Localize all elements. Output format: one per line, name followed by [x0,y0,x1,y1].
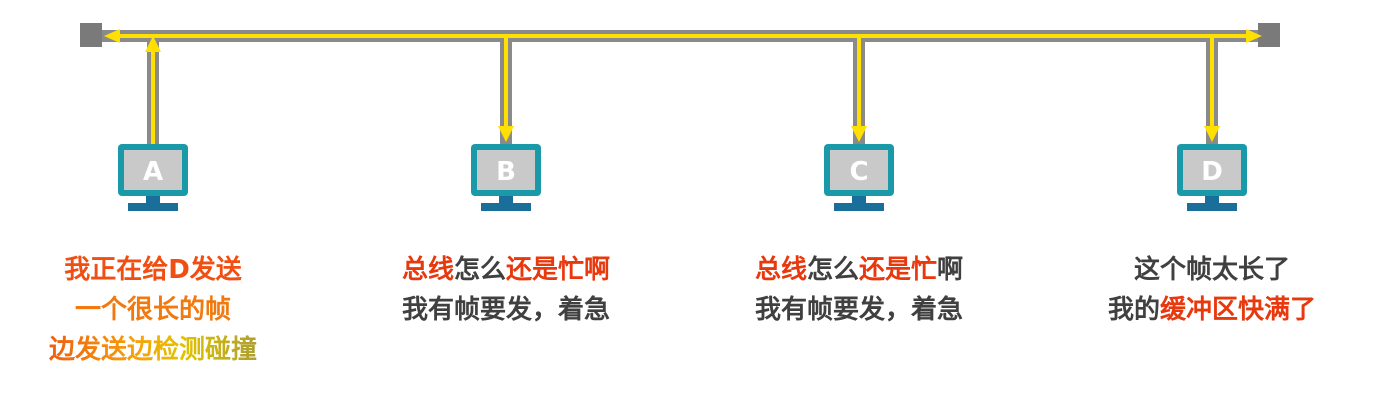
caption-c: 总线怎么还是忙啊 我有帧要发，着急 [709,250,1009,330]
signal-line-b [498,38,514,142]
signal-line-a [145,36,161,146]
caption-a-line-3: 边发送边检测碰撞 [3,330,303,370]
caption-a: 我正在给D发送 一个很长的帧 边发送边检测碰撞 [3,250,303,370]
caption-d: 这个帧太长了 我的缓冲区快满了 [1062,250,1362,330]
caption-c-how-text: 怎么 [806,255,859,285]
caption-b-line-1: 总线怎么还是忙啊 [356,250,656,290]
caption-c-ah-text: 啊 [937,255,964,285]
caption-c-bus-text: 总线 [754,255,807,285]
caption-c-line-2: 我有帧要发，着急 [754,295,963,325]
computer-d-monitor-icon: D [1177,144,1247,211]
caption-b-how-text: 怎么 [453,255,506,285]
computer-c-label: C [849,157,868,187]
bus-terminator-right [1258,23,1280,47]
caption-c-line-1: 总线怎么还是忙啊 [709,250,1009,290]
caption-c-still-busy-text: 还是忙 [859,255,938,285]
caption-d-line-2: 我的缓冲区快满了 [1062,290,1362,330]
computer-c-monitor-icon: C [824,144,894,211]
caption-b-still-busy-text: 还是忙啊 [506,255,611,285]
caption-b-bus-text: 总线 [401,255,454,285]
caption-b: 总线怎么还是忙啊 我有帧要发，着急 [356,250,656,330]
computer-d-label: D [1201,157,1223,187]
signal-bus-line [104,29,1262,43]
signal-arrow-right-icon [1246,29,1262,43]
signal-line-c [851,38,867,142]
computer-a-label: A [143,157,163,187]
computer-b-monitor-icon: B [471,144,541,211]
signal-arrow-down-icon [498,126,514,142]
caption-a-line-2: 一个很长的帧 [74,295,231,325]
signal-arrow-left-icon [104,29,120,43]
signal-arrow-up-icon [145,36,161,52]
computer-a-monitor-icon: A [118,144,188,211]
caption-d-buffer-full-text: 缓冲区快满了 [1160,295,1317,325]
computer-b-label: B [496,157,516,187]
caption-b-line-2: 我有帧要发，着急 [401,295,610,325]
caption-d-my-text: 我的 [1107,295,1160,325]
signal-arrow-down-icon [851,126,867,142]
caption-a-line-1: 我正在给D发送 [64,255,242,285]
bus-terminator-left [80,23,102,47]
signal-arrow-down-icon [1204,126,1220,142]
signal-line-d [1204,38,1220,142]
caption-d-line-1: 这个帧太长了 [1133,255,1290,285]
